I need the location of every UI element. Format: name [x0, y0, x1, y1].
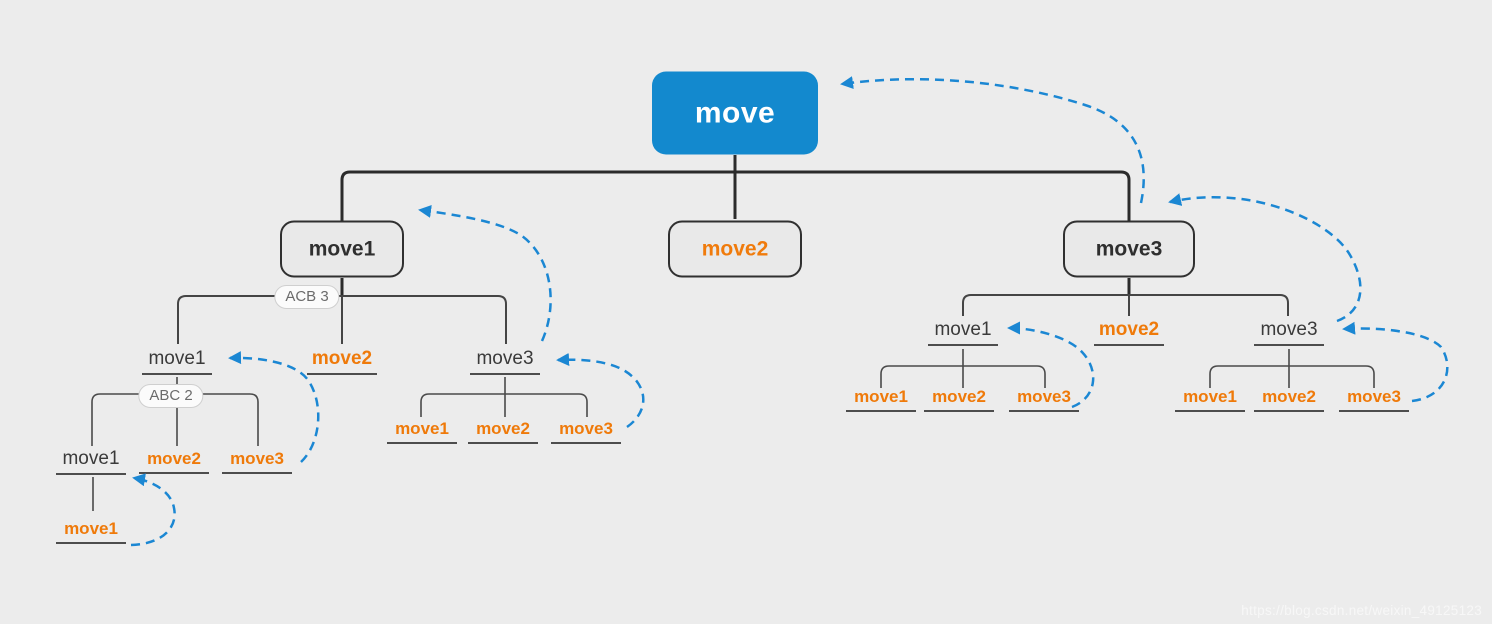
deep-leaf-move1[interactable]: move1	[56, 519, 126, 544]
abc2-child-move1[interactable]: move1	[56, 448, 126, 475]
boundary-label-abc2[interactable]: ABC 2	[138, 384, 204, 408]
left-move3-leaf-move1[interactable]: move1	[387, 419, 457, 444]
boundary-label-acb3[interactable]: ACB 3	[274, 285, 340, 309]
watermark-text: https://blog.csdn.net/weixin_49125123	[1241, 603, 1482, 618]
left-move3-leaf-move3[interactable]: move3	[551, 419, 621, 444]
branch-move2[interactable]: move2	[668, 220, 802, 278]
right-move1-leaf-move2[interactable]: move2	[924, 387, 994, 412]
right-move1-leaf-move1[interactable]: move1	[846, 387, 916, 412]
level3-connectors	[91, 349, 1375, 511]
right-subtopic-move2[interactable]: move2	[1094, 319, 1164, 346]
left-subtopic-move2[interactable]: move2	[307, 348, 377, 375]
abc2-child-move3[interactable]: move3	[222, 449, 292, 474]
branch-move3[interactable]: move3	[1063, 220, 1195, 278]
right-move3-leaf-move1[interactable]: move1	[1175, 387, 1245, 412]
left-subtopic-move3[interactable]: move3	[470, 348, 540, 375]
right-subtopic-move3[interactable]: move3	[1254, 319, 1324, 346]
right-move3-leaf-move3[interactable]: move3	[1339, 387, 1409, 412]
right-move3-leaf-move2[interactable]: move2	[1254, 387, 1324, 412]
right-subtopic-move1[interactable]: move1	[928, 319, 998, 346]
abc2-child-move2[interactable]: move2	[139, 449, 209, 474]
left-subtopic-move1[interactable]: move1	[142, 348, 212, 375]
branch-move1[interactable]: move1	[280, 220, 404, 278]
right-move1-leaf-move3[interactable]: move3	[1009, 387, 1079, 412]
root-topic[interactable]: move	[652, 71, 818, 155]
left-move3-leaf-move2[interactable]: move2	[468, 419, 538, 444]
